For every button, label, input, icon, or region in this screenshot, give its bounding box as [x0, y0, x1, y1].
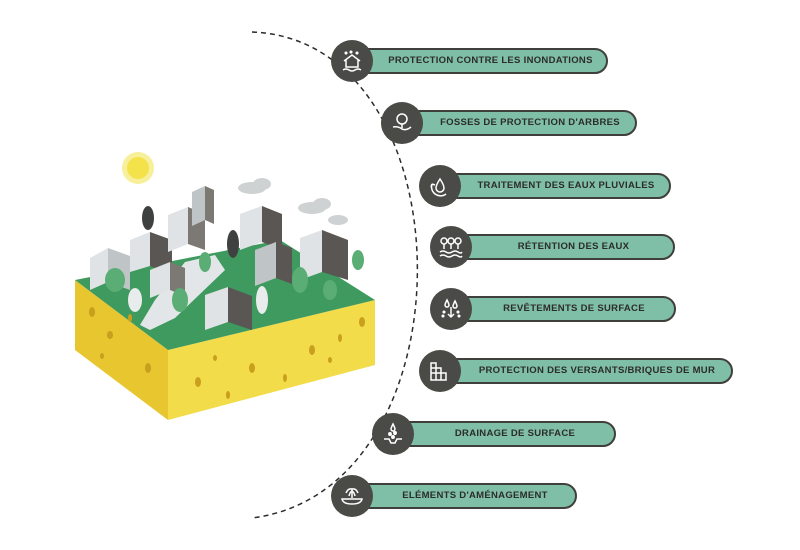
pill: RÉTENTION DES EAUX [450, 234, 675, 260]
dashed-arc-line [251, 31, 419, 519]
pill: TRAITEMENT DES EAUX PLUVIALES [439, 173, 671, 199]
trees [105, 206, 364, 314]
item-label: PROTECTION DES VERSANTS/BRIQUES DE MUR [478, 365, 716, 376]
item-label: REVÊTEMENTS DE SURFACE [503, 303, 645, 314]
pill: DRAINAGE DE SURFACE [392, 421, 616, 447]
surface-drops-icon [430, 288, 472, 330]
item-label: RÉTENTION DES EAUX [517, 241, 630, 252]
house-flood-icon [331, 40, 373, 82]
item-label: TRAITEMENT DES EAUX PLUVIALES [477, 180, 655, 191]
pill: FOSSES DE PROTECTION D'ARBRES [401, 110, 637, 136]
item-stormwater-treatment: TRAITEMENT DES EAUX PLUVIALES [419, 165, 671, 207]
item-landscaping-elements: ELÉMENTS D'AMÉNAGEMENT [331, 475, 577, 517]
houses [90, 186, 348, 330]
item-water-retention: RÉTENTION DES EAUX [430, 226, 675, 268]
item-flood-protection: PROTECTION CONTRE LES INONDATIONS [331, 40, 608, 82]
item-label: DRAINAGE DE SURFACE [454, 428, 576, 439]
item-label: FOSSES DE PROTECTION D'ARBRES [440, 117, 620, 128]
pill: PROTECTION CONTRE LES INONDATIONS [351, 48, 608, 74]
drainage-drops-icon [372, 413, 414, 455]
cloud-icon [238, 178, 348, 225]
pill: REVÊTEMENTS DE SURFACE [450, 296, 676, 322]
hand-tree-icon [381, 102, 423, 144]
water-cycle-icon [419, 165, 461, 207]
item-surface-coverings: REVÊTEMENTS DE SURFACE [430, 288, 676, 330]
item-slope-protection: PROTECTION DES VERSANTS/BRIQUES DE MUR [419, 350, 733, 392]
pill: ELÉMENTS D'AMÉNAGEMENT [351, 483, 577, 509]
fountain-icon [331, 475, 373, 517]
item-surface-drainage: DRAINAGE DE SURFACE [372, 413, 616, 455]
sun-icon [122, 152, 154, 184]
pill: PROTECTION DES VERSANTS/BRIQUES DE MUR [439, 358, 733, 384]
item-label: PROTECTION CONTRE LES INONDATIONS [388, 55, 593, 66]
item-tree-pits: FOSSES DE PROTECTION D'ARBRES [381, 102, 637, 144]
item-label: ELÉMENTS D'AMÉNAGEMENT [402, 490, 548, 501]
trees-water-icon [430, 226, 472, 268]
stairs-wall-icon [419, 350, 461, 392]
